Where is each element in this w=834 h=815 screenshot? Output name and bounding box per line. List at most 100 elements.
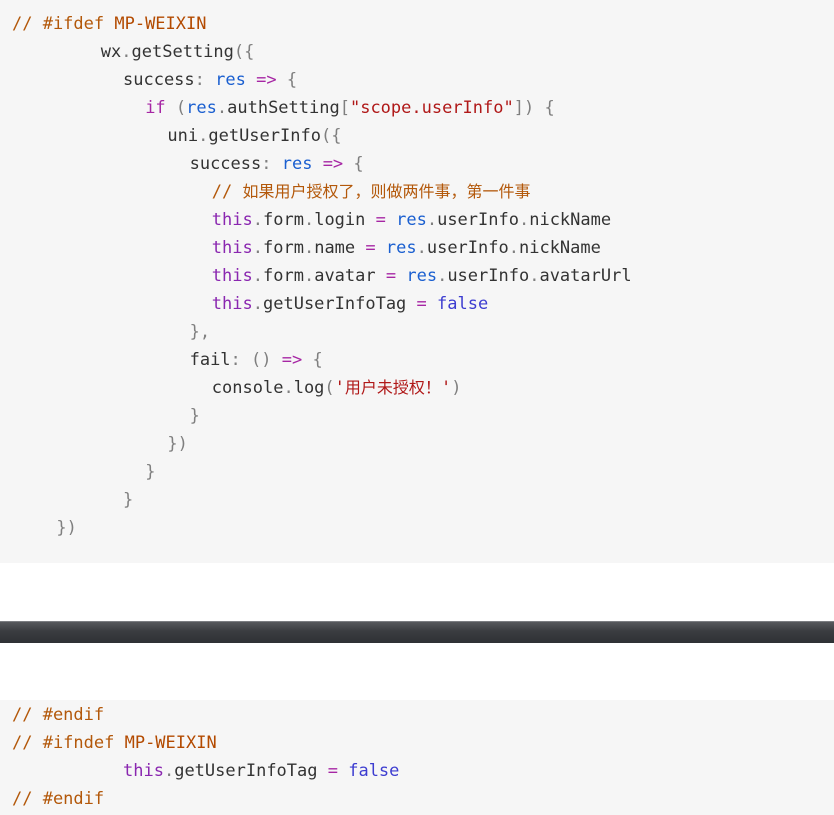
code-token: false xyxy=(348,761,400,781)
code-line: this.form.avatar = res.userInfo.avatarUr… xyxy=(212,262,632,290)
code-token: userInfo xyxy=(426,238,509,258)
code-token: } xyxy=(123,490,134,510)
code-token: if xyxy=(145,98,166,118)
dark-divider-bar xyxy=(0,621,834,643)
code-token: 用户未授权！ xyxy=(344,378,441,397)
code-token: nickName xyxy=(529,210,612,230)
code-line: // #ifdef MP-WEIXIN xyxy=(12,10,206,38)
code-token: form xyxy=(263,210,304,230)
code-line: console.log('用户未授权！') xyxy=(212,374,462,402)
code-token: . xyxy=(416,238,427,258)
code-token: avatarUrl xyxy=(539,266,632,286)
code-token: ( xyxy=(165,98,187,118)
code-token: authSetting xyxy=(227,98,340,118)
code-token: { xyxy=(286,70,298,90)
code-line: this.form.login = res.userInfo.nickName xyxy=(212,206,611,234)
code-token: uni xyxy=(167,126,199,146)
code-token: "scope.userInfo" xyxy=(349,98,514,118)
code-token: // #ifdef xyxy=(12,14,115,34)
code-token: = xyxy=(317,761,349,781)
code-block-endif: // #endif // #ifndef MP-WEIXIN this.getUse… xyxy=(0,700,834,815)
code-token: = xyxy=(365,210,397,230)
code-token: . xyxy=(198,126,209,146)
code-token: this xyxy=(211,294,253,314)
code-token: ) xyxy=(451,378,462,398)
code-token: success xyxy=(123,70,195,90)
code-token: . xyxy=(252,238,263,258)
code-token: MP-WEIXIN xyxy=(114,14,207,34)
code-token: }) xyxy=(167,434,188,454)
code-token: . xyxy=(518,210,530,230)
code-token: . xyxy=(426,210,438,230)
code-token: fail xyxy=(189,350,231,370)
code-token: // #endif xyxy=(12,705,105,725)
code-token: // #ifndef xyxy=(12,733,125,753)
code-token: : xyxy=(230,350,252,370)
code-token: [ xyxy=(339,98,350,118)
code-token: }) xyxy=(56,518,77,538)
code-token: : xyxy=(194,70,216,90)
code-token: getSetting xyxy=(131,42,234,62)
code-token: nickName xyxy=(518,238,601,258)
code-line: } xyxy=(145,458,155,486)
code-token: res xyxy=(215,70,246,90)
code-line: success: res => { xyxy=(123,66,297,94)
code-token: this xyxy=(211,210,253,230)
code-token: : xyxy=(261,154,282,174)
code-line: this.form.name = res.userInfo.nickName xyxy=(212,234,601,262)
code-token: // xyxy=(211,182,243,202)
code-token: userInfo xyxy=(447,266,530,286)
code-token: . xyxy=(303,210,315,230)
code-token: ' xyxy=(440,378,452,398)
code-token: res xyxy=(406,266,438,286)
code-token: { xyxy=(312,350,323,370)
code-line: this.getUserInfoTag = false xyxy=(123,757,399,785)
code-token: res xyxy=(186,98,217,118)
code-token: => xyxy=(312,154,354,174)
code-token: avatar xyxy=(314,266,376,286)
code-token: this xyxy=(211,266,253,286)
code-line: this.getUserInfoTag = false xyxy=(212,290,488,318)
code-token: MP-WEIXIN xyxy=(124,733,217,753)
code-token: log xyxy=(293,378,325,398)
code-token: } xyxy=(145,462,156,482)
code-token: . xyxy=(303,238,315,258)
code-token: . xyxy=(252,210,263,230)
code-line: // 如果用户授权了，则做两件事，第一件事 xyxy=(212,178,531,206)
code-token: . xyxy=(121,42,132,62)
code-token: . xyxy=(252,294,263,314)
code-token: this xyxy=(211,238,253,258)
code-token: ({ xyxy=(320,126,342,146)
code-token: () xyxy=(251,350,272,370)
code-line: } xyxy=(190,402,200,430)
code-line: }) xyxy=(167,430,187,458)
code-token: ]) { xyxy=(513,98,555,118)
code-token: => xyxy=(245,70,287,90)
code-token: name xyxy=(314,238,356,258)
code-token: = xyxy=(406,294,438,314)
code-token: getUserInfoTag xyxy=(263,294,407,314)
code-token: 如果用户授权了，则做两件事，第一件事 xyxy=(242,182,531,201)
code-token: . xyxy=(283,378,294,398)
code-token: . xyxy=(529,266,540,286)
code-token: getUserInfo xyxy=(208,126,321,146)
code-token: }, xyxy=(189,322,211,342)
code-line: success: res => { xyxy=(190,150,364,178)
code-line: // #endif xyxy=(12,785,104,813)
code-token: console xyxy=(211,378,284,398)
code-token: form xyxy=(263,238,304,258)
code-token: . xyxy=(508,238,519,258)
code-line: }, xyxy=(190,318,210,346)
code-line: fail: () => { xyxy=(190,346,323,374)
code-line: if (res.authSetting["scope.userInfo"]) { xyxy=(145,94,555,122)
code-token: ( xyxy=(324,378,335,398)
code-token: . xyxy=(303,266,315,286)
code-token: ' xyxy=(334,378,345,398)
code-token: res xyxy=(396,210,427,230)
code-token: false xyxy=(437,294,489,314)
code-token: login xyxy=(314,210,366,230)
code-line: wx.getSetting({ xyxy=(101,38,255,66)
code-line: }) xyxy=(56,514,76,542)
code-token: success xyxy=(189,154,262,174)
